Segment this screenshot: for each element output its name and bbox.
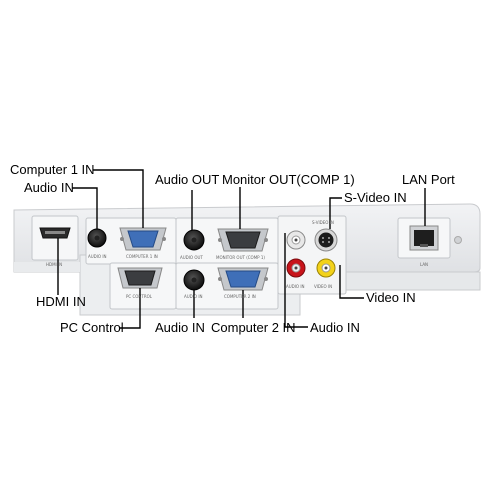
label-audio-in-bottom: Audio IN bbox=[155, 320, 205, 335]
rca-video-yellow bbox=[316, 258, 336, 278]
label-computer1-in: Computer 1 IN bbox=[10, 162, 95, 177]
rca-audio-red bbox=[286, 258, 306, 278]
panel-text-audio-in2: AUDIO IN bbox=[184, 294, 203, 299]
label-video-in: Video IN bbox=[366, 290, 416, 305]
panel-text-video: VIDEO IN bbox=[314, 284, 333, 289]
leader-lines bbox=[57, 169, 426, 329]
panel-text-audio-rca: AUDIO IN bbox=[286, 284, 305, 289]
pc-control-port bbox=[117, 267, 163, 289]
label-monitor-out: Monitor OUT(COMP 1) bbox=[222, 172, 355, 187]
label-pc-control: PC Control bbox=[60, 320, 124, 335]
label-audio-in-right: Audio IN bbox=[310, 320, 360, 335]
audio-in-jack-top bbox=[87, 228, 107, 248]
label-hdmi-in: HDMI IN bbox=[36, 294, 86, 309]
s-video-port bbox=[314, 228, 338, 252]
panel-text-monitor-out: MONITOR OUT (COMP 1) bbox=[216, 255, 265, 260]
panel-text-control: PC CONTROL bbox=[126, 294, 153, 299]
panel-text-audio-in: AUDIO IN bbox=[88, 254, 107, 259]
audio-out-jack bbox=[183, 229, 205, 251]
panel-text-lan: LAN bbox=[420, 262, 429, 267]
panel-text-hdmi: HDMI IN bbox=[46, 262, 63, 267]
lan-port bbox=[409, 225, 439, 251]
vga-computer2-port bbox=[217, 267, 269, 291]
label-computer2-in: Computer 2 IN bbox=[211, 320, 296, 335]
panel-text-computer2: COMPUTER 2 IN bbox=[224, 294, 256, 299]
vga-monitor-out-port bbox=[217, 228, 269, 252]
panel-text-computer1: COMPUTER 1 IN bbox=[126, 254, 158, 259]
hdmi-port bbox=[39, 227, 71, 239]
label-audio-in-top: Audio IN bbox=[24, 180, 74, 195]
label-audio-out: Audio OUT bbox=[155, 172, 220, 187]
panel-text-audio-out: AUDIO OUT bbox=[180, 255, 203, 260]
rca-audio-white bbox=[286, 230, 306, 250]
label-lan-port: LAN Port bbox=[402, 172, 455, 187]
vga-computer1-port bbox=[119, 227, 167, 251]
panel-text-svideo: S-VIDEO IN bbox=[312, 220, 334, 225]
audio-in-jack-bottom bbox=[183, 269, 205, 291]
label-s-video-in: S-Video IN bbox=[344, 190, 407, 205]
